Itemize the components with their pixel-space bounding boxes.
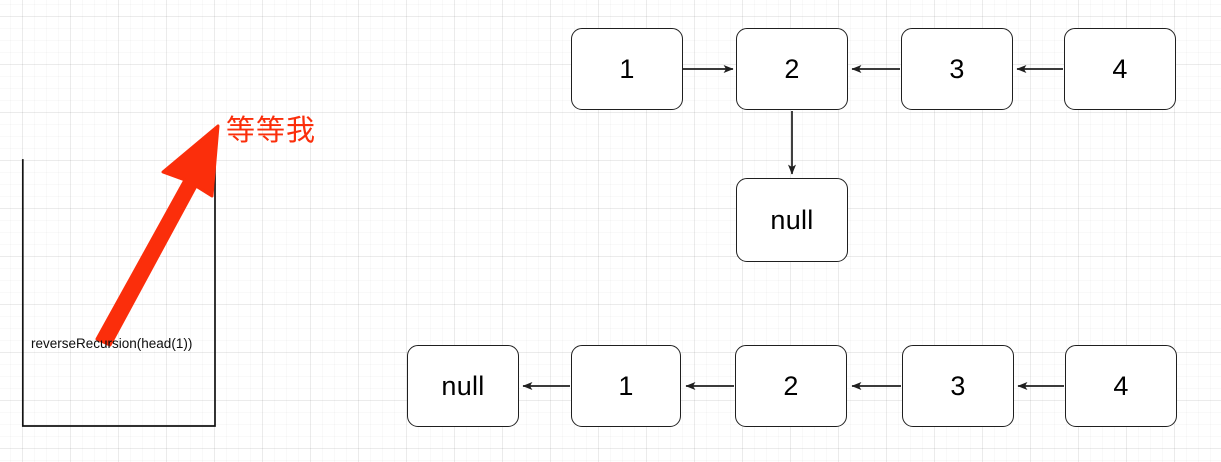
node-before-3[interactable]: 3 <box>901 28 1013 110</box>
node-after-3[interactable]: 3 <box>902 345 1014 427</box>
red-annotation-arrow <box>95 124 220 347</box>
node-after-1[interactable]: 1 <box>571 345 681 427</box>
node-after-null[interactable]: null <box>407 345 519 427</box>
node-after-2[interactable]: 2 <box>735 345 847 427</box>
node-after-4[interactable]: 4 <box>1065 345 1177 427</box>
node-before-1[interactable]: 1 <box>571 28 683 110</box>
node-before-4[interactable]: 4 <box>1064 28 1176 110</box>
node-before-2[interactable]: 2 <box>736 28 848 110</box>
annotation-text: 等等我 <box>226 115 317 147</box>
node-before-null[interactable]: null <box>736 178 848 262</box>
call-stack-frame-label: reverseRecursion(head(1)) <box>31 336 193 351</box>
call-stack-outline <box>21 159 216 427</box>
